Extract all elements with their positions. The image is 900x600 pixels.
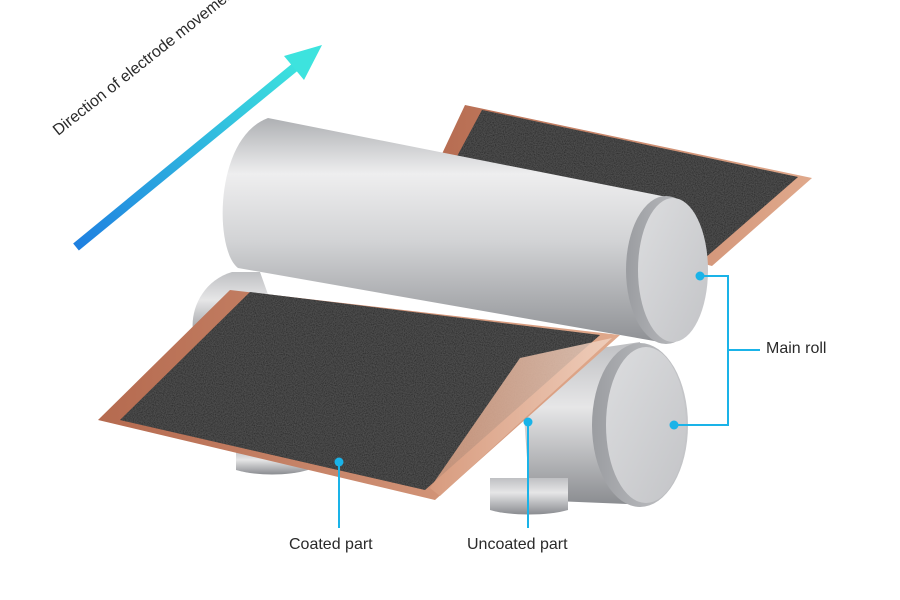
uncoated-part-dot: [523, 417, 533, 427]
callout-lines: [338, 275, 760, 528]
main-roll-label: Main roll: [766, 340, 827, 357]
main-roll-upper-dot: [695, 271, 705, 281]
main-roll-callout-lower: [674, 350, 729, 426]
coated-part-label: Coated part: [289, 536, 373, 553]
direction-arrow: [73, 45, 322, 251]
uncoated-part-label: Uncoated part: [467, 536, 568, 553]
electrode-sheet-back: [425, 105, 812, 266]
callout-dots: [334, 271, 705, 467]
main-roll-lower-dot: [669, 420, 679, 430]
main-roll-callout-upper: [700, 275, 760, 351]
electrode-sheet-front: [98, 290, 620, 500]
main-roll-upper: [222, 118, 708, 344]
coated-part-dot: [334, 457, 344, 467]
